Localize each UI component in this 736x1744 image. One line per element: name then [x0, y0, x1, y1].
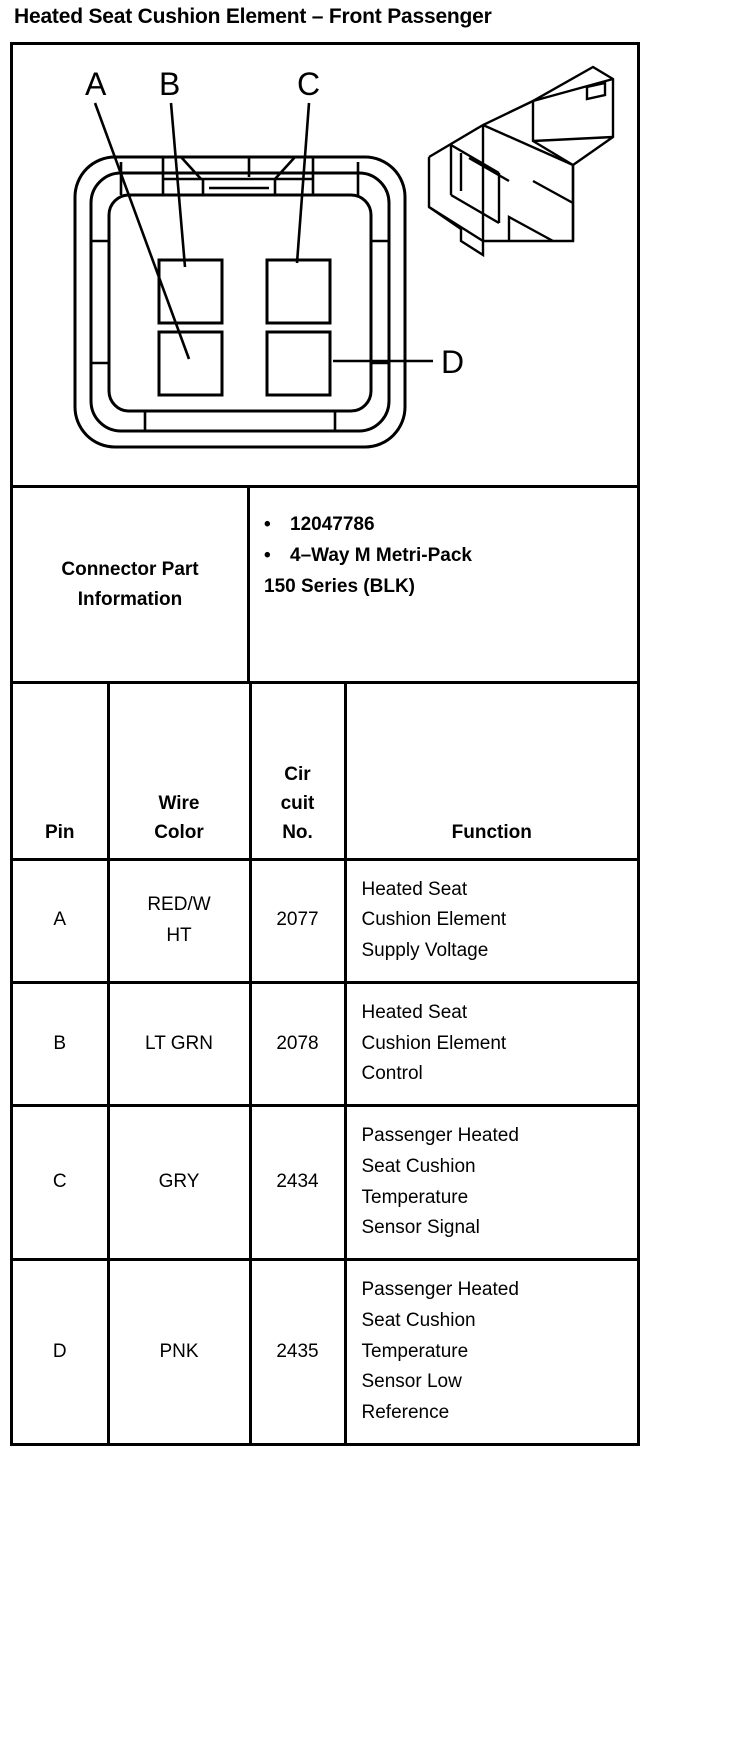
cell-wire-color: LT GRN [108, 982, 252, 1108]
part-description: 4–Way M Metri-Pack [290, 544, 472, 566]
cavity-squares [157, 258, 332, 397]
table-row: C GRY 2434 Passenger Heated Seat Cushion… [13, 1105, 637, 1262]
table-header-row: Pin Wire Color Cir cuit No. Function [13, 684, 637, 861]
column-header-circuit-no: Cir cuit No. [250, 684, 347, 861]
function-line: Temperature [361, 1340, 469, 1362]
cell-wire-color: RED/W HT [108, 859, 252, 984]
wire-color-line: LT GRN [145, 1032, 213, 1054]
part-bullet-item: • 4–Way M Metri-Pack [264, 541, 627, 572]
callout-label-c: C [297, 66, 320, 102]
function-line: Control [361, 1063, 423, 1085]
wire-color-line: RED/W [147, 893, 211, 915]
cell-pin: B [13, 982, 110, 1108]
part-number: 12047786 [290, 514, 375, 535]
cell-circuit-no: 2077 [250, 859, 347, 984]
column-header-pin: Pin [13, 684, 110, 861]
wire-color-line: HT [166, 924, 192, 946]
page-title: Heated Seat Cushion Element – Front Pass… [14, 5, 492, 28]
column-header-function: Function [345, 684, 637, 861]
function-line: Reference [361, 1402, 450, 1424]
function-line: Cushion Element [361, 909, 507, 931]
connector-illustration-panel: A B C D [13, 45, 637, 488]
function-line: Sensor Low [361, 1371, 462, 1393]
cell-function: Passenger Heated Seat Cushion Temperatur… [345, 1260, 637, 1443]
function-line: Heated Seat [361, 1001, 468, 1023]
callout-leader-lines [93, 102, 433, 363]
wire-color-line: PNK [159, 1340, 199, 1362]
connector-part-information-value: • 12047786 • 4–Way M Metri-Pack 150 Seri… [250, 488, 637, 681]
table-row: B LT GRN 2078 Heated Seat Cushion Elemen… [13, 982, 637, 1108]
callout-label-a: A [85, 66, 107, 102]
cell-circuit-no: 2435 [250, 1259, 347, 1443]
bullet-icon: • [264, 544, 271, 566]
part-description-continued: 150 Series (BLK) [264, 575, 416, 597]
table-row: A RED/W HT 2077 Heated Seat Cushion Elem… [13, 859, 637, 984]
cell-wire-color: GRY [108, 1105, 252, 1262]
column-header-wire-color-line: Wire [158, 792, 200, 814]
cell-pin: D [13, 1259, 110, 1443]
connector-part-information-label: Connector Part Information [13, 488, 250, 681]
cell-function: Passenger Heated Seat Cushion Temperatur… [345, 1105, 637, 1262]
pin-table: Pin Wire Color Cir cuit No. Function A R… [13, 684, 637, 1443]
function-line: Cushion Element [361, 1032, 507, 1054]
column-header-circuit-no-line: cuit [280, 792, 315, 814]
connector-3d-view [427, 65, 615, 258]
function-line: Passenger Heated [361, 1279, 519, 1301]
cell-circuit-no: 2434 [250, 1105, 347, 1262]
table-row: D PNK 2435 Passenger Heated Seat Cushion… [13, 1259, 637, 1443]
callout-label-b: B [159, 66, 180, 102]
function-line: Passenger Heated [361, 1125, 519, 1147]
function-line: Heated Seat [361, 878, 468, 900]
part-bullet-item: • 12047786 [264, 510, 627, 541]
cell-pin: C [13, 1105, 110, 1262]
connector-sheet: A B C D Connector Part Information • 120… [10, 42, 640, 1446]
column-header-wire-color-line: Color [154, 821, 204, 843]
cell-pin: A [13, 859, 110, 984]
function-line: Temperature [361, 1186, 469, 1208]
column-header-wire-color: Wire Color [108, 684, 252, 861]
callout-label-d: D [441, 344, 464, 380]
cell-function: Heated Seat Cushion Element Control [345, 982, 637, 1108]
function-line: Seat Cushion [361, 1155, 476, 1177]
cell-function: Heated Seat Cushion Element Supply Volta… [345, 859, 637, 984]
function-line: Sensor Signal [361, 1217, 480, 1239]
cell-circuit-no: 2078 [250, 982, 347, 1108]
column-header-circuit-no-line: Cir [284, 763, 311, 785]
pin-table-body: A RED/W HT 2077 Heated Seat Cushion Elem… [13, 859, 637, 1443]
cell-wire-color: PNK [108, 1259, 252, 1443]
connector-face-view: A B C D [73, 65, 615, 449]
function-line: Supply Voltage [361, 940, 489, 962]
function-line: Seat Cushion [361, 1309, 476, 1331]
column-header-circuit-no-line: No. [282, 821, 313, 843]
bullet-icon: • [264, 514, 271, 535]
connector-part-information-row: Connector Part Information • 12047786 • … [13, 488, 637, 684]
wire-color-line: GRY [158, 1171, 200, 1193]
